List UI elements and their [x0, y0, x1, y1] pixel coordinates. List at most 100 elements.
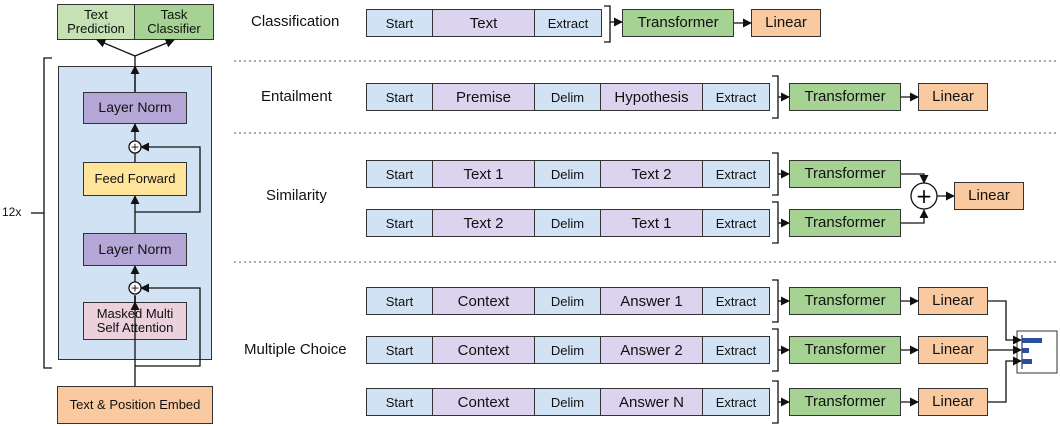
softmax-icon-bar-1: [1022, 338, 1042, 343]
similarity-add-symbol: +: [916, 184, 933, 208]
residual-add-top-symbol: +: [130, 141, 139, 154]
multiple-choice-input-1-token-extract: Extract: [703, 288, 769, 314]
classification-input-token-extract: Extract: [535, 10, 601, 36]
similarity-linear-label: Linear: [968, 186, 1010, 204]
classification-transformer: Transformer: [622, 9, 734, 37]
flow-to-task-classifier: [134, 38, 175, 57]
similarity-transformer-2: Transformer: [789, 209, 901, 237]
entailment-transformer: Transformer: [789, 83, 901, 111]
entailment-input-token-extract: Extract: [703, 84, 769, 110]
task-label-classification: Classification: [251, 13, 340, 30]
multiple-choice-input-2-token-start: Start: [367, 337, 433, 363]
multiple-choice-input-3-token-answer-n: Answer N: [601, 389, 703, 415]
residual-loop-ff: [135, 142, 201, 213]
multiple-choice-linear-1-label: Linear: [932, 291, 974, 309]
multiple-choice-transformer-3: Transformer: [789, 388, 901, 416]
multiple-choice-input-3-token-start: Start: [367, 389, 433, 415]
entailment-input-token-start: Start: [367, 84, 433, 110]
similarity-transformer-2-label: Transformer: [804, 213, 886, 231]
multiple-choice-input-1-token-answer-1: Answer 1: [601, 288, 703, 314]
multiple-choice-transformer-2: Transformer: [789, 336, 901, 364]
similarity-input-2-token-start: Start: [367, 210, 433, 236]
similarity-1-bracket: [772, 152, 779, 196]
layer-norm-bottom-label: Layer Norm: [98, 240, 172, 257]
text-position-embed: Text & Position Embed: [57, 386, 213, 424]
similarity-transformer-1-label: Transformer: [804, 164, 886, 182]
multiple-choice-transformer-3-label: Transformer: [804, 392, 886, 410]
multiple-choice-input-2-token-delim: Delim: [535, 337, 601, 363]
multiple-choice-input-1-token-context: Context: [433, 288, 535, 314]
entailment-bracket: [772, 75, 779, 119]
similarity-input-2-token-text-1: Text 1: [601, 210, 703, 236]
multiple-choice-transformer-1: Transformer: [789, 287, 901, 315]
multiple-choice-input-2-token-answer-2: Answer 2: [601, 337, 703, 363]
residual-loop-attention: [135, 283, 201, 367]
similarity-input-1-token-delim: Delim: [535, 161, 601, 187]
entailment-transformer-label: Transformer: [804, 87, 886, 105]
multiple-choice-linear-3-label: Linear: [932, 392, 974, 410]
layer-norm-bottom: Layer Norm: [83, 233, 187, 266]
classification-bracket: [604, 5, 611, 43]
multiple-choice-input-3-token-extract: Extract: [703, 389, 769, 415]
entailment-input-token-delim: Delim: [535, 84, 601, 110]
similarity-input-1-token-text-2: Text 2: [601, 161, 703, 187]
multiple-choice-1-bracket: [772, 279, 779, 323]
repeat-count-label: 12x: [2, 205, 22, 219]
task-label-entailment: Entailment: [261, 88, 332, 105]
multiple-choice-input-1-token-start: Start: [367, 288, 433, 314]
entailment-input-token-hypothesis: Hypothesis: [601, 84, 703, 110]
feed-forward: Feed Forward: [83, 162, 187, 196]
multiple-choice-n-to-softmax: [988, 356, 1022, 403]
multiple-choice-3-bracket: [772, 380, 779, 424]
similarity-2-bracket: [772, 201, 779, 244]
flow-to-text-prediction: [96, 38, 136, 57]
similarity-input-1-token-text-1: Text 1: [433, 161, 535, 187]
similarity-input-2-token-extract: Extract: [703, 210, 769, 236]
classification-transformer-label: Transformer: [637, 13, 719, 31]
entailment-input-token-premise: Premise: [433, 84, 535, 110]
similarity-input-1-token-extract: Extract: [703, 161, 769, 187]
similarity-input-2-token-delim: Delim: [535, 210, 601, 236]
task-label-similarity: Similarity: [266, 187, 327, 204]
multiple-choice-input-2-token-context: Context: [433, 337, 535, 363]
feed-forward-label: Feed Forward: [94, 170, 176, 186]
similarity-input-1-token-start: Start: [367, 161, 433, 187]
multiple-choice-input-3-token-delim: Delim: [535, 389, 601, 415]
softmax-icon-bar-2: [1022, 348, 1029, 353]
classification-linear: Linear: [751, 9, 821, 37]
multiple-choice-linear-3: Linear: [918, 388, 988, 416]
text-position-embed-label: Text & Position Embed: [69, 396, 201, 412]
multiple-choice-input-3-token-context: Context: [433, 389, 535, 415]
similarity-linear: Linear: [954, 182, 1024, 210]
multiple-choice-linear-2-label: Linear: [932, 340, 974, 358]
entailment-linear: Linear: [918, 83, 988, 111]
layer-norm-top-label: Layer Norm: [98, 99, 172, 116]
similarity-merge-bottom: [901, 209, 929, 224]
layer-norm-top: Layer Norm: [83, 92, 187, 124]
softmax-icon-bar-3: [1022, 359, 1032, 364]
multiple-choice-1-to-softmax: [988, 300, 1022, 345]
task-label-multiple-choice: Multiple Choice: [244, 341, 347, 358]
similarity-input-2-token-text-2: Text 2: [433, 210, 535, 236]
multiple-choice-linear-1: Linear: [918, 287, 988, 315]
classification-linear-label: Linear: [765, 13, 807, 31]
multiple-choice-2-bracket: [772, 328, 779, 372]
multiple-choice-transformer-2-label: Transformer: [804, 340, 886, 358]
multiple-choice-transformer-1-label: Transformer: [804, 291, 886, 309]
multiple-choice-input-2-token-extract: Extract: [703, 337, 769, 363]
multiple-choice-input-1-token-delim: Delim: [535, 288, 601, 314]
similarity-merge-top: [901, 173, 929, 184]
classification-input-token-start: Start: [367, 10, 433, 36]
